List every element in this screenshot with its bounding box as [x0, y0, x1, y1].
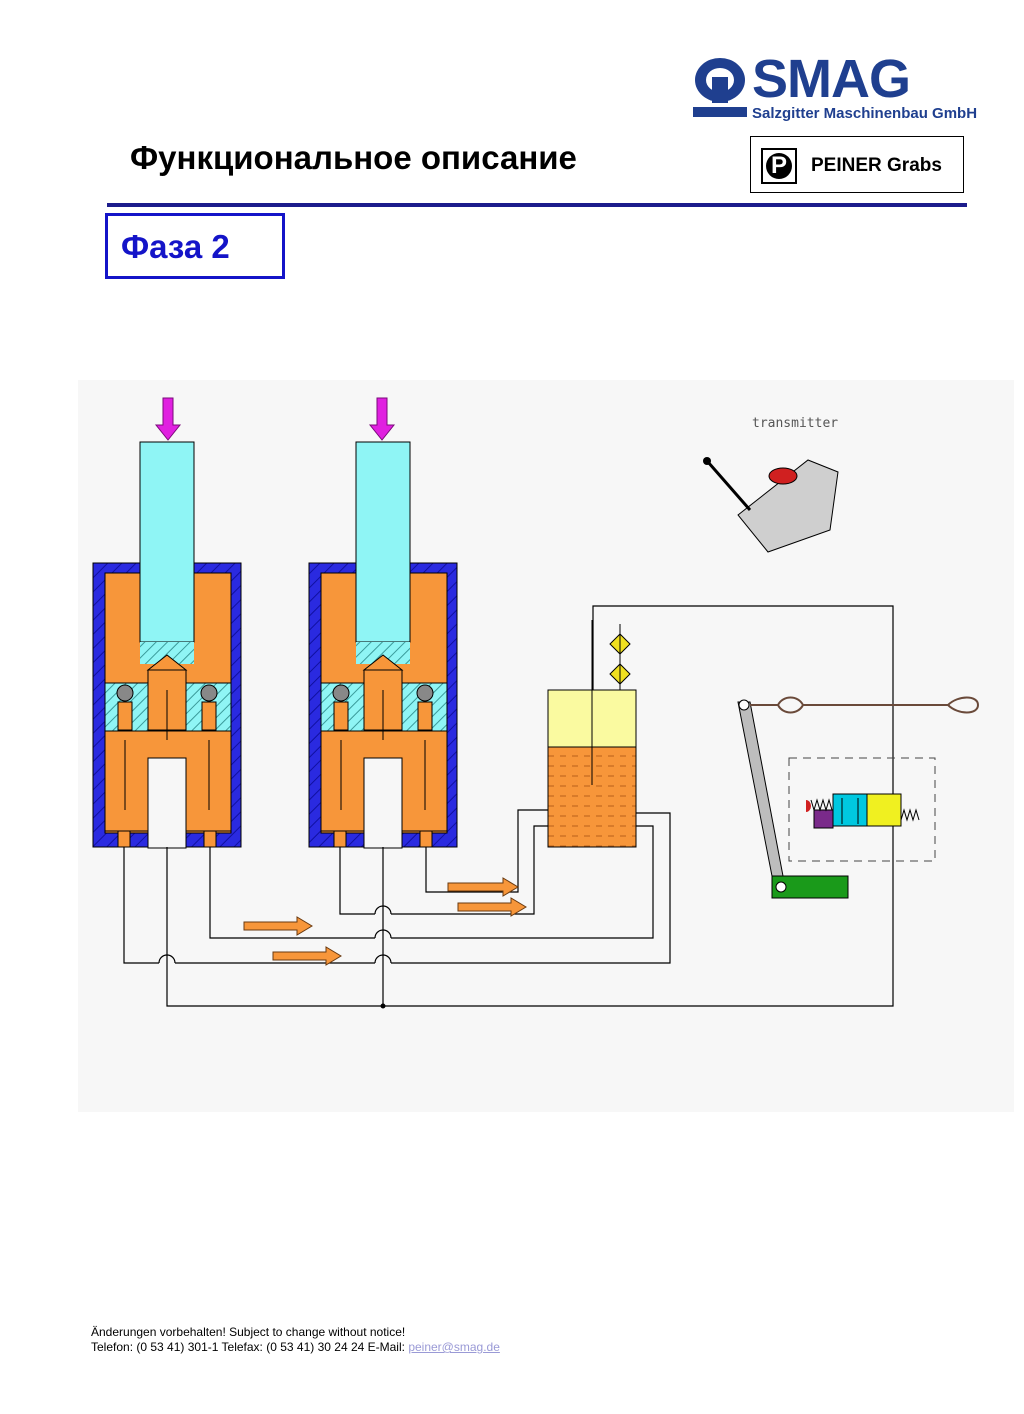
footer-contact-text: Telefon: (0 53 41) 301-1 Telefax: (0 53 …	[91, 1340, 405, 1354]
flow-arrow-icon	[272, 946, 342, 966]
footer-disclaimer: Änderungen vorbehalten! Subject to chang…	[91, 1325, 406, 1339]
lever-assembly	[737, 696, 980, 899]
cylinder-right	[308, 397, 458, 849]
phase-label: Фаза 2	[121, 228, 230, 265]
peiner-p-icon: P	[761, 148, 797, 184]
transmitter-label: transmitter	[752, 416, 838, 431]
brand-box: P PEINER Grabs	[750, 136, 964, 193]
footer-email-link[interactable]: peiner@smag.de	[408, 1340, 500, 1354]
control-valve	[788, 757, 936, 862]
phase-box: Фаза 2	[105, 213, 285, 279]
page-title: Функциональное описание	[130, 139, 577, 176]
flow-arrow-icon	[243, 916, 313, 936]
flow-arrow-icon	[457, 897, 527, 917]
logo-wordmark: SMAG	[752, 49, 911, 109]
oil-tank	[547, 620, 637, 848]
transmitter: transmitter	[703, 416, 839, 553]
flow-arrows	[243, 877, 527, 966]
force-arrow-right-icon	[368, 397, 396, 441]
brand-label: PEINER Grabs	[811, 155, 942, 176]
footer: Änderungen vorbehalten! Subject to chang…	[91, 1325, 500, 1355]
title-divider	[107, 203, 967, 207]
peiner-p-letter: P	[766, 153, 792, 179]
smag-logo-icon	[693, 58, 747, 117]
logo-company-name: Salzgitter Maschinenbau GmbH	[752, 105, 978, 122]
cylinder-left	[92, 397, 242, 849]
footer-contact: Telefon: (0 53 41) 301-1 Telefax: (0 53 …	[91, 1340, 500, 1355]
flow-arrow-icon	[447, 877, 519, 897]
piping	[123, 605, 894, 1007]
hydraulic-diagram: transmitter	[78, 380, 1014, 1112]
force-arrow-left-icon	[154, 397, 182, 441]
